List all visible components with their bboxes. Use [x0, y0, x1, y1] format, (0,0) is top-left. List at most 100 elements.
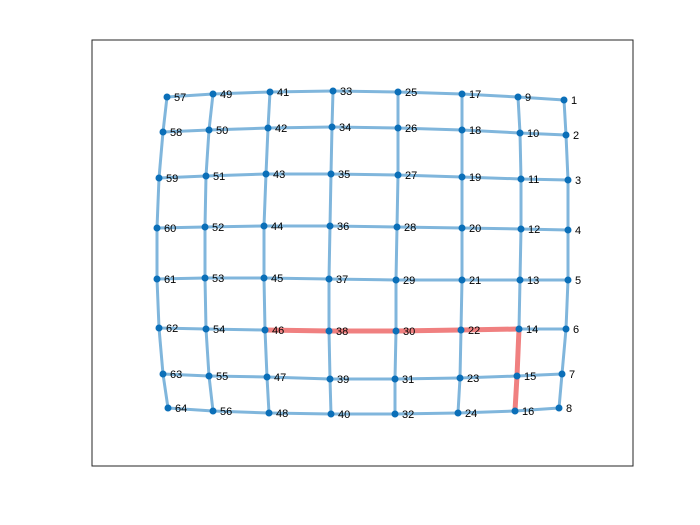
edge-8-16	[513, 406, 561, 413]
node-label-21: 21	[469, 275, 481, 287]
edge-54-55	[204, 327, 211, 378]
node-label-51: 51	[213, 171, 225, 183]
node-label-23: 23	[467, 373, 479, 385]
edge-19-27	[396, 173, 464, 179]
node-label-59: 59	[166, 173, 178, 185]
node-label-43: 43	[273, 169, 285, 181]
edge-41-42	[266, 90, 272, 130]
node-26	[394, 124, 402, 132]
edge-4-12	[519, 227, 570, 232]
edge-55-56	[207, 374, 215, 413]
node-48	[265, 409, 273, 417]
edge-23-31	[393, 376, 462, 381]
node-17	[458, 90, 466, 98]
node-12	[517, 225, 525, 233]
edge-61-62	[155, 277, 161, 330]
edge-17-25	[396, 90, 464, 96]
node-60	[153, 224, 161, 232]
edge-2-10	[518, 131, 568, 137]
node-label-47: 47	[274, 372, 286, 384]
node-label-35: 35	[338, 169, 350, 181]
node-label-17: 17	[469, 89, 481, 101]
edge-39-40	[328, 377, 333, 416]
node-label-12: 12	[528, 224, 540, 236]
edge-57-58	[161, 95, 169, 134]
edge-5-6	[564, 278, 570, 331]
node-31	[391, 375, 399, 383]
node-label-64: 64	[175, 403, 187, 415]
node-label-49: 49	[220, 89, 232, 101]
edge-7-15	[515, 372, 564, 378]
node-label-38: 38	[336, 326, 348, 338]
node-34	[328, 123, 336, 131]
node-label-45: 45	[271, 273, 283, 285]
edge-43-51	[204, 172, 268, 178]
edge-48-56	[211, 409, 271, 415]
edge-34-35	[329, 125, 334, 176]
node-label-46: 46	[272, 325, 284, 337]
edges-layer	[155, 89, 570, 416]
node-10	[516, 129, 524, 137]
node-label-41: 41	[277, 87, 289, 99]
node-24	[454, 409, 462, 417]
node-53	[201, 274, 209, 282]
edge-22-23	[458, 328, 463, 380]
node-label-18: 18	[469, 125, 481, 137]
node-label-36: 36	[337, 221, 349, 233]
node-32	[391, 410, 399, 418]
node-27	[394, 171, 402, 179]
node-22	[457, 326, 465, 334]
node-label-7: 7	[569, 369, 575, 381]
edge-28-29	[394, 225, 399, 282]
edge-33-41	[268, 89, 335, 94]
node-59	[155, 174, 163, 182]
edge-54-62	[157, 326, 208, 331]
node-62	[155, 324, 163, 332]
node-label-6: 6	[573, 324, 579, 336]
node-label-48: 48	[276, 408, 288, 420]
edge-6-7	[560, 327, 568, 376]
node-35	[327, 170, 335, 178]
edge-27-28	[395, 173, 400, 229]
edge-51-52	[203, 174, 208, 229]
node-label-1: 1	[571, 95, 577, 107]
edge-33-34	[330, 89, 335, 129]
edge-44-52	[203, 224, 266, 229]
node-label-30: 30	[403, 326, 415, 338]
edge-25-33	[331, 89, 400, 94]
node-47	[263, 373, 271, 381]
edge-16-24	[456, 409, 517, 415]
edge-7-8	[557, 372, 564, 410]
edge-3-11	[519, 177, 570, 182]
node-label-56: 56	[220, 406, 232, 418]
edge-42-50	[207, 126, 270, 132]
edge-50-51	[204, 128, 211, 178]
edge-2-3	[564, 133, 570, 182]
node-label-10: 10	[527, 128, 539, 140]
node-20	[458, 224, 466, 232]
node-18	[458, 126, 466, 134]
edge-47-55	[207, 374, 269, 379]
nodes-layer	[153, 87, 572, 418]
node-label-19: 19	[469, 172, 481, 184]
node-4	[564, 226, 572, 234]
node-43	[262, 170, 270, 178]
node-58	[159, 128, 167, 136]
edge-30-31	[393, 329, 398, 381]
node-55	[205, 372, 213, 380]
node-label-37: 37	[336, 274, 348, 286]
edge-63-64	[161, 372, 170, 410]
node-label-5: 5	[575, 275, 581, 287]
node-label-15: 15	[524, 371, 536, 383]
edge-62-63	[157, 326, 165, 376]
edge-29-37	[327, 277, 398, 282]
edge-50-58	[161, 128, 211, 134]
node-63	[159, 370, 167, 378]
node-44	[260, 222, 268, 230]
node-label-24: 24	[465, 408, 477, 420]
edge-55-63	[161, 372, 211, 378]
highlighted-edge-15-16	[512, 373, 520, 414]
node-25	[394, 88, 402, 96]
node-label-55: 55	[216, 371, 228, 383]
node-56	[209, 407, 217, 415]
